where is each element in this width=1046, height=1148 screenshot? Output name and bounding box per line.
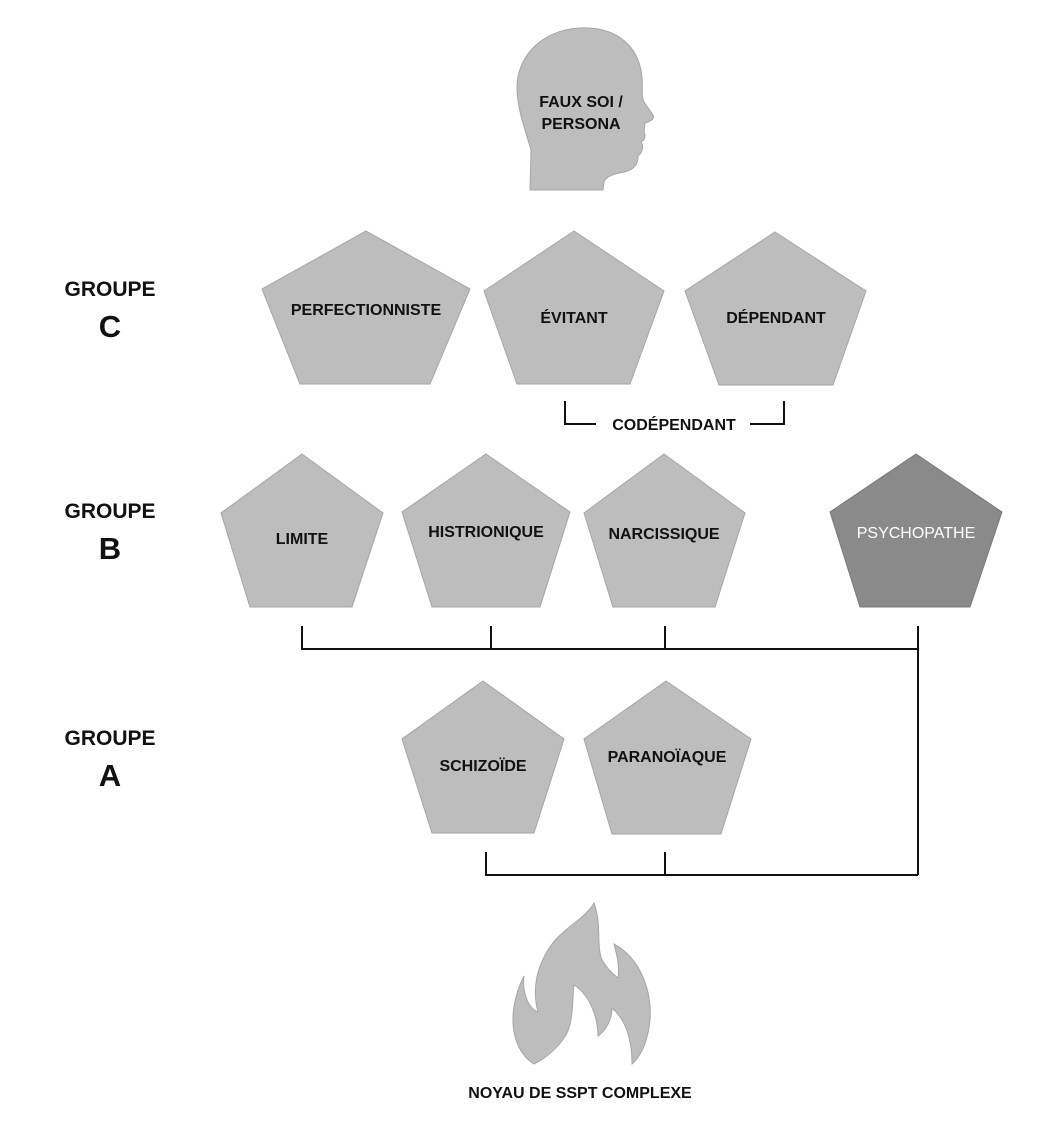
evitant-label: ÉVITANT bbox=[540, 308, 607, 327]
group-b-letter: B bbox=[99, 531, 121, 566]
group-a-word: GROUPE bbox=[64, 727, 155, 750]
pentagon-shape-dark bbox=[829, 453, 1003, 608]
core-label: NOYAU DE SSPT COMPLEXE bbox=[468, 1085, 692, 1102]
pentagon-shape bbox=[583, 680, 752, 835]
head-label-line1: FAUX SOI / bbox=[539, 94, 623, 111]
limite-label: LIMITE bbox=[276, 531, 329, 548]
codependant-label: CODÉPENDANT bbox=[612, 415, 736, 434]
codependant-bracket: CODÉPENDANT bbox=[564, 401, 785, 434]
pentagon-shape bbox=[261, 230, 471, 385]
group-b-connector bbox=[301, 626, 919, 875]
group-c-letter: C bbox=[99, 309, 121, 344]
perfectionniste-label: PERFECTIONNISTE bbox=[291, 302, 442, 319]
dependant-label: DÉPENDANT bbox=[726, 308, 826, 327]
perfectionniste-node: PERFECTIONNISTE bbox=[261, 230, 471, 385]
evitant-node: ÉVITANT bbox=[483, 230, 665, 385]
psychopathe-node: PSYCHOPATHE bbox=[829, 453, 1003, 608]
group-a-label: GROUPE A bbox=[64, 727, 155, 793]
narcissique-label: NARCISSIQUE bbox=[608, 526, 719, 543]
group-b-word: GROUPE bbox=[64, 500, 155, 523]
paranoiaque-label: PARANOÏAQUE bbox=[608, 748, 727, 766]
head-label-line2: PERSONA bbox=[541, 116, 621, 133]
schizoide-label: SCHIZOÏDE bbox=[439, 757, 526, 775]
codependant-bracket-right bbox=[750, 401, 785, 425]
pentagon-shape bbox=[583, 453, 746, 608]
pentagon-shape bbox=[684, 231, 867, 386]
histrionique-label: HISTRIONIQUE bbox=[428, 524, 544, 541]
group-c-label: GROUPE C bbox=[64, 278, 155, 344]
core-node: NOYAU DE SSPT COMPLEXE bbox=[468, 901, 692, 1102]
codependant-bracket-left bbox=[564, 401, 596, 425]
group-b-connector-line bbox=[301, 626, 918, 650]
flame-icon bbox=[512, 901, 651, 1066]
group-a-connector-line bbox=[485, 852, 918, 876]
pentagon-shape bbox=[483, 230, 665, 385]
pentagon-shape bbox=[220, 453, 384, 608]
head-node: FAUX SOI / PERSONA bbox=[516, 27, 654, 191]
pentagon-shape bbox=[401, 680, 565, 834]
limite-node: LIMITE bbox=[220, 453, 384, 608]
group-a-letter: A bbox=[99, 758, 121, 793]
paranoiaque-node: PARANOÏAQUE bbox=[583, 680, 752, 835]
head-silhouette-icon bbox=[516, 27, 654, 191]
dependant-node: DÉPENDANT bbox=[684, 231, 867, 386]
group-b-label: GROUPE B bbox=[64, 500, 155, 566]
group-a-connector bbox=[485, 852, 918, 876]
narcissique-node: NARCISSIQUE bbox=[583, 453, 746, 608]
histrionique-node: HISTRIONIQUE bbox=[401, 453, 571, 608]
schizoide-node: SCHIZOÏDE bbox=[401, 680, 565, 834]
pentagon-shape bbox=[401, 453, 571, 608]
group-c-word: GROUPE bbox=[64, 278, 155, 301]
psychopathe-label: PSYCHOPATHE bbox=[857, 525, 976, 542]
